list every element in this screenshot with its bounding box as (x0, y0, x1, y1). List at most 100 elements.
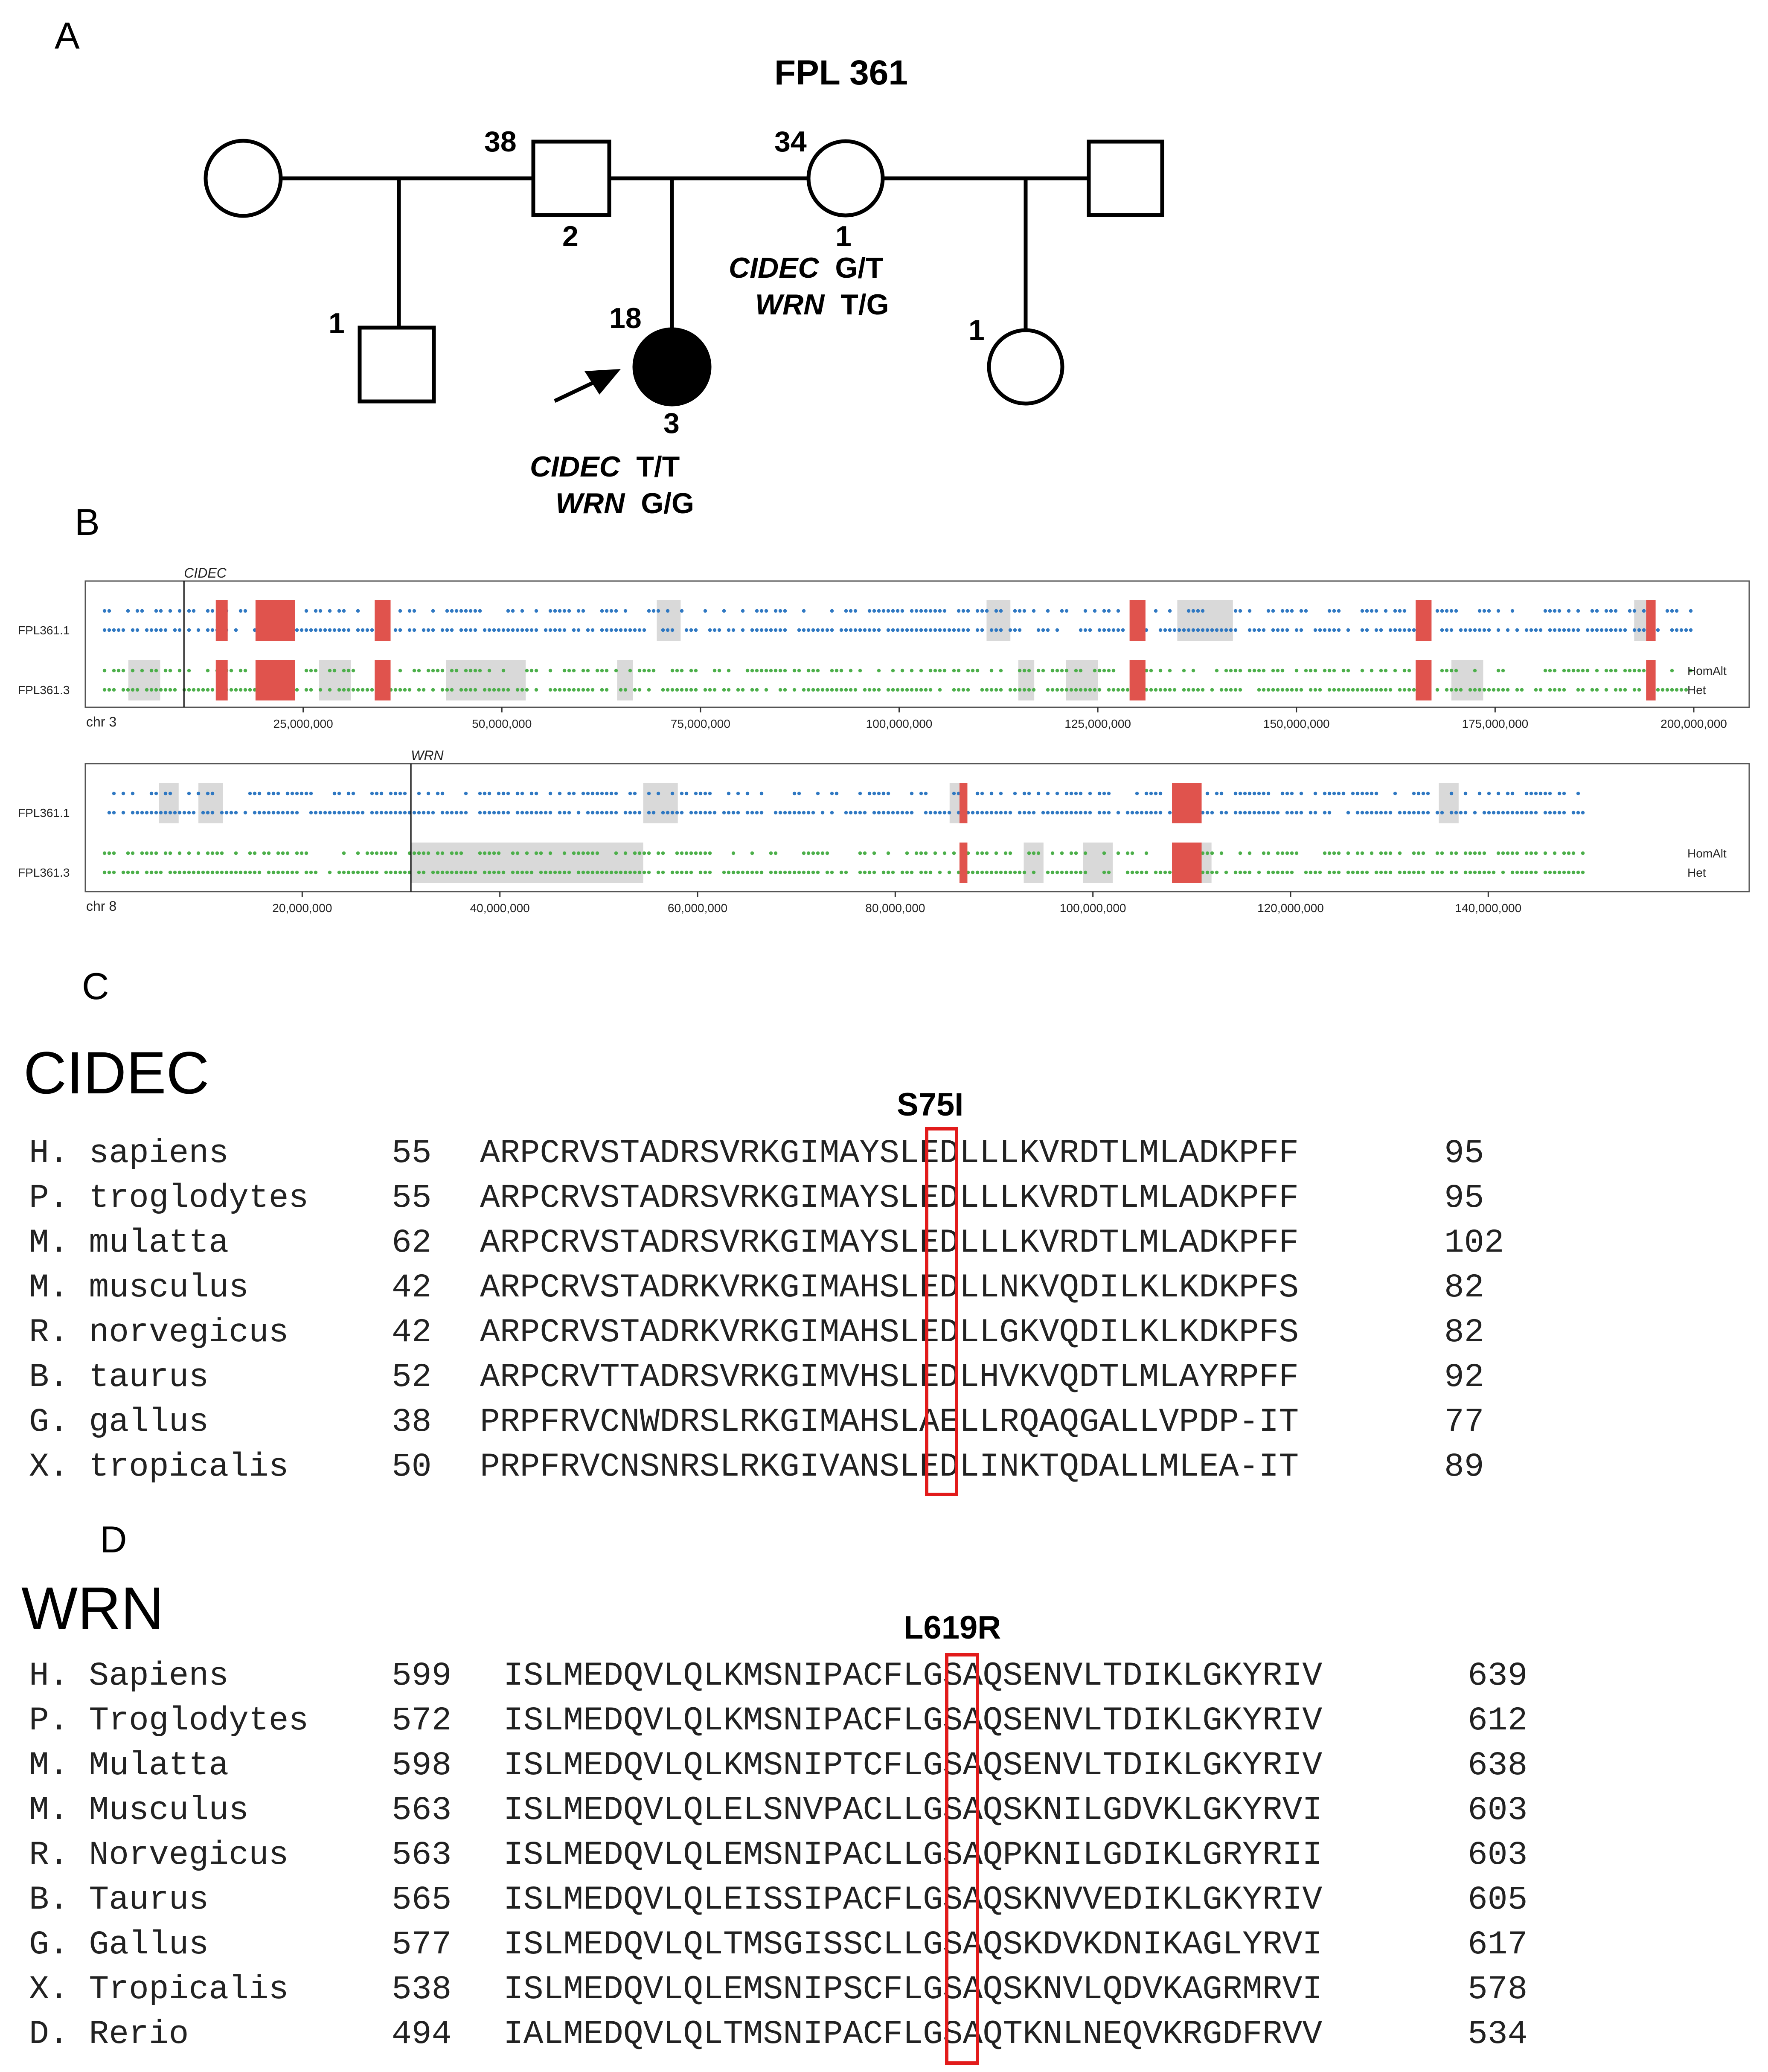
end-position: 603 (1468, 1837, 1528, 1874)
variant-dot (778, 870, 782, 875)
variant-dot (220, 811, 224, 815)
variant-dot (764, 688, 768, 692)
mother-genotype-wrn: WRN T/G (755, 290, 889, 319)
variant-dot (938, 628, 942, 632)
variant-dot (328, 688, 332, 692)
variant-dot (337, 791, 341, 796)
variant-dot (619, 688, 623, 692)
variant-dot (863, 688, 867, 692)
legend-homalt: HomAlt (1687, 664, 1727, 677)
variant-dot (1276, 811, 1280, 815)
variant-dot (342, 688, 346, 692)
variant-dot (741, 688, 745, 692)
variant-dot (647, 609, 651, 613)
variant-dot (637, 668, 642, 673)
legend-homalt: HomAlt (1687, 847, 1727, 860)
variant-dot (633, 628, 637, 632)
grey-region (986, 600, 1011, 641)
variant-dot (914, 628, 919, 632)
variant-dot (938, 688, 942, 692)
variant-dot (712, 668, 717, 673)
sequence-segment: ARPCRVSTADRSVRKGIMAY (480, 1135, 880, 1172)
variant-dot (792, 811, 797, 815)
variant-dot (1285, 609, 1289, 613)
variant-dot (727, 628, 731, 632)
variant-dot (1097, 668, 1102, 673)
variant-dot (220, 851, 224, 855)
variant-dot (1501, 668, 1505, 673)
variant-dot (1529, 628, 1533, 632)
variant-dot (989, 791, 994, 796)
variant-dot (426, 851, 430, 855)
variant-dot (126, 870, 130, 875)
variant-dot (853, 609, 858, 613)
variant-dot (243, 668, 247, 673)
variant-dot (600, 791, 604, 796)
variant-dot (168, 851, 172, 855)
variant-dot (1280, 870, 1285, 875)
legend-het: Het (1687, 866, 1706, 879)
species-name: P. Troglodytes (29, 1702, 309, 1740)
variant-dot (863, 811, 867, 815)
variant-dot (1064, 811, 1069, 815)
variant-dot (318, 688, 323, 692)
variant-dot (525, 628, 529, 632)
variant-dot (1665, 688, 1669, 692)
variant-dot (281, 851, 285, 855)
variant-dot (1102, 628, 1106, 632)
variant-dot (290, 811, 294, 815)
variant-dot (154, 668, 158, 673)
variant-dot (1083, 851, 1088, 855)
variant-dot (1365, 870, 1369, 875)
variant-dot (328, 870, 332, 875)
variant-dot (835, 791, 839, 796)
variant-dot (783, 688, 787, 692)
variant-dot (187, 609, 191, 613)
variant-dot (769, 870, 773, 875)
variant-dot (1365, 791, 1369, 796)
variant-dot (666, 811, 670, 815)
variant-dot (483, 811, 487, 815)
variant-dot (1309, 668, 1313, 673)
variant-dot (816, 668, 820, 673)
variant-dot (1172, 628, 1177, 632)
variant-dot (1365, 628, 1369, 632)
variant-dot (994, 628, 998, 632)
variant-dot (1266, 851, 1271, 855)
sequence: IALMEDQVLQLTMSNIPACFLGSAQTKNLNEQVKRGDFRV… (503, 2018, 1322, 2051)
variant-dot (881, 870, 886, 875)
variant-dot (454, 870, 459, 875)
variant-dot (750, 870, 754, 875)
variant-dot (1473, 688, 1477, 692)
variant-dot (149, 851, 154, 855)
gene-name: WRN (555, 487, 625, 520)
variant-dot (900, 688, 904, 692)
species-name: M. Mulatta (29, 1747, 229, 1784)
variant-dot (1285, 870, 1289, 875)
variant-dot (581, 609, 585, 613)
variant-dot (872, 811, 876, 815)
variant-dot (558, 688, 562, 692)
variant-dot (1013, 609, 1017, 613)
variant-dot (1219, 628, 1224, 632)
variant-dot (1482, 688, 1486, 692)
variant-dot (1247, 851, 1252, 855)
variant-dot (304, 668, 308, 673)
variant-dot (975, 668, 980, 673)
variant-dot (1529, 811, 1533, 815)
variant-dot (942, 851, 947, 855)
variant-dot (1294, 851, 1299, 855)
variant-dot (149, 688, 154, 692)
variant-dot (1027, 811, 1031, 815)
variant-dot (609, 791, 614, 796)
variant-dot (1201, 688, 1205, 692)
variant-dot (727, 870, 731, 875)
variant-dot (1388, 688, 1393, 692)
variant-dot (1440, 851, 1444, 855)
variant-dot (1477, 851, 1482, 855)
variant-dot (1243, 791, 1247, 796)
variant-dot (957, 668, 961, 673)
variant-dot (562, 851, 567, 855)
family-id: FPL 361 (774, 53, 908, 92)
variant-dot (1069, 791, 1073, 796)
